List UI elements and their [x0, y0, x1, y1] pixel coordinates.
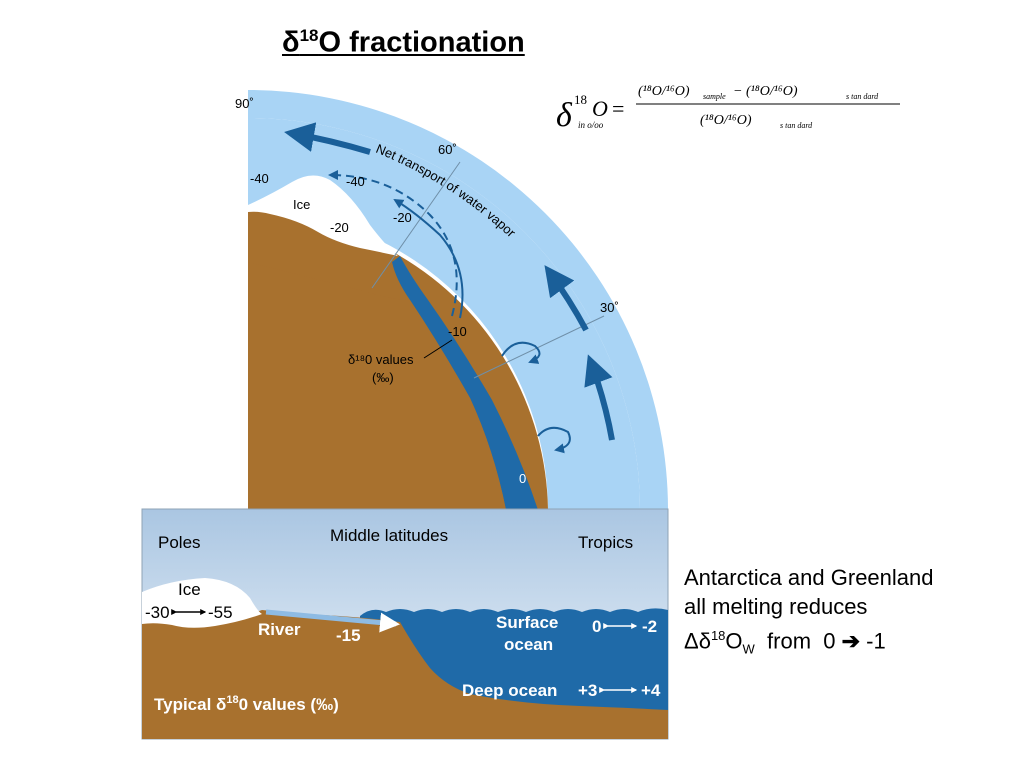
ice-cap	[248, 175, 398, 256]
formula-numerator-b: (¹⁸O/¹⁶O)	[746, 84, 798, 99]
globe-value-ocean-0: 0	[519, 471, 526, 486]
section-surface-line2: ocean	[504, 635, 553, 654]
formula-numerator-a-sub: sample	[703, 92, 726, 101]
section-typical-label: Typical δ180 values (‰)	[154, 694, 339, 714]
globe-value-ice-top: -40	[250, 171, 269, 186]
vapor-band	[248, 90, 668, 510]
globe-value-vapor-20: -20	[393, 210, 412, 225]
right-arrow-icon: ➔	[841, 628, 861, 654]
latitude-60-line	[371, 161, 461, 289]
solid-circulation-arc	[393, 198, 464, 319]
formula-denominator-sub: s tan dard	[780, 121, 813, 130]
globe-legend-line1: δ¹⁸0 values	[348, 352, 414, 367]
section-surface-right-value: -2	[642, 617, 657, 636]
formula-o: O	[592, 96, 608, 121]
formula-subscript: in o/oo	[578, 120, 604, 130]
globe-ice-label: Ice	[293, 197, 310, 212]
section-river-value: -15	[336, 626, 361, 645]
transport-arrow-mid	[544, 265, 589, 332]
melting-note: Antarctica and Greenland all melting red…	[684, 563, 934, 664]
note-line3: Δδ18OW from 0 ➔ -1	[684, 628, 886, 657]
formula-denominator: (¹⁸O/¹⁶O)	[700, 113, 752, 128]
formula-equals: =	[612, 96, 624, 121]
section-ice	[142, 578, 262, 628]
section-surface-line1: Surface	[496, 613, 558, 632]
slide-title: δ18O fractionation	[282, 26, 525, 59]
globe-legend-pointer	[423, 339, 453, 359]
land-under-ocean	[248, 262, 506, 510]
section-deep-left-value: +3	[578, 681, 597, 700]
section-tropics-label: Tropics	[578, 533, 633, 552]
formula-superscript: 18	[574, 92, 587, 107]
section-land	[142, 610, 668, 739]
globe-value-vapor-40: -40	[346, 174, 365, 189]
ocean-layer	[392, 256, 538, 510]
circulation-loop-upper	[501, 341, 541, 364]
globe-value-ocean-10: -10	[448, 324, 467, 339]
latitude-30-label: 30˚	[600, 300, 619, 315]
section-ice-right-value: -55	[208, 603, 233, 622]
note-line1: Antarctica and Greenland	[684, 565, 934, 590]
globe-value-ice-20: -20	[330, 220, 349, 235]
section-deep-right-value: +4	[641, 681, 661, 700]
section-poles-label: Poles	[158, 533, 201, 552]
latitude-60-label: 60˚	[438, 142, 457, 157]
circulation-loop-lower	[537, 426, 571, 454]
delta-formula: δ 18 O in o/oo = (¹⁸O/¹⁶O) sample − (¹⁸O…	[556, 84, 900, 134]
globe-cross-section: 90˚ 60˚ 30˚ Net transport of water vapor…	[235, 90, 668, 510]
globe-legend-line2: (‰)	[372, 370, 394, 385]
section-deep-label: Deep ocean	[462, 681, 557, 700]
formula-numerator-a: (¹⁸O/¹⁶O)	[638, 84, 690, 99]
formula-minus: −	[734, 84, 742, 99]
section-ice-left-value: -30	[145, 603, 170, 622]
section-surface-left-value: 0	[592, 617, 601, 636]
formula-delta-symbol: δ	[556, 97, 573, 134]
section-river	[265, 609, 400, 633]
section-ice-label: Ice	[178, 580, 201, 599]
note-line2: all melting reduces	[684, 594, 868, 619]
latitude-90-label: 90˚	[235, 96, 254, 111]
transport-arrow-top	[284, 122, 371, 155]
transport-arrow-lower	[584, 354, 615, 441]
dashed-circulation-arc	[328, 170, 458, 317]
section-middle-label: Middle latitudes	[330, 526, 448, 545]
formula-numerator-b-sub: s tan dard	[846, 92, 879, 101]
ocean-section-diagram: Poles Middle latitudes Tropics Ice -30 -…	[141, 508, 669, 740]
section-river-label: River	[258, 620, 301, 639]
